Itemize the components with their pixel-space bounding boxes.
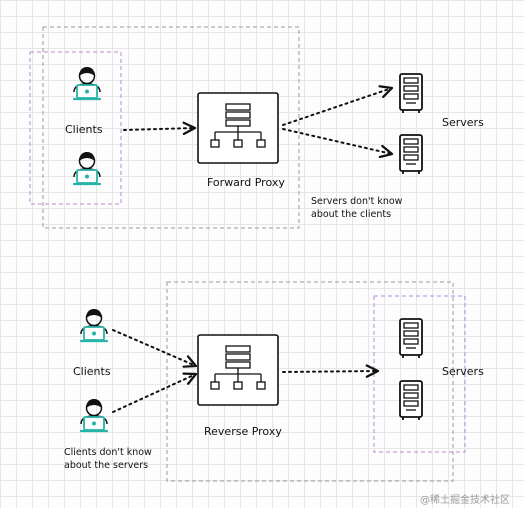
clients-label-bottom: Clients [73, 365, 111, 378]
arrow-client-1-to-reverse-proxy [112, 329, 198, 368]
watermark-text: @稀土掘金技术社区 [420, 495, 510, 506]
arrow-forward-proxy-to-server-1 [282, 85, 394, 126]
reverse-proxy-label: Reverse Proxy [204, 425, 282, 438]
note-line-2-top: about the clients [311, 209, 392, 220]
note-line-2-bottom: about the servers [64, 460, 149, 471]
reverse-proxy-icon [197, 334, 279, 406]
clients-label-top: Clients [65, 123, 103, 136]
forward-proxy-group-border [42, 26, 300, 229]
servers-label-bottom: Servers [442, 365, 484, 378]
arrow-clients-to-forward-proxy [123, 121, 197, 136]
arrow-client-2-to-reverse-proxy [112, 372, 198, 413]
forward-proxy-icon [197, 92, 279, 164]
clients-group-border-top [29, 51, 122, 205]
note-line-1-top: Servers don't know [311, 196, 403, 207]
server-icon [399, 134, 423, 175]
arrow-reverse-proxy-to-servers [282, 364, 380, 378]
client-icon [79, 397, 109, 433]
arrow-forward-proxy-to-server-2 [282, 128, 394, 159]
note-line-1-bottom: Clients don't know [64, 447, 152, 458]
client-icon [72, 150, 102, 186]
client-icon [72, 65, 102, 101]
forward-proxy-label: Forward Proxy [207, 176, 285, 189]
server-icon [399, 318, 423, 359]
client-icon [79, 307, 109, 343]
servers-label-top: Servers [442, 116, 484, 129]
reverse-proxy-group-border [166, 281, 454, 482]
server-icon [399, 73, 423, 114]
server-icon [399, 380, 423, 421]
